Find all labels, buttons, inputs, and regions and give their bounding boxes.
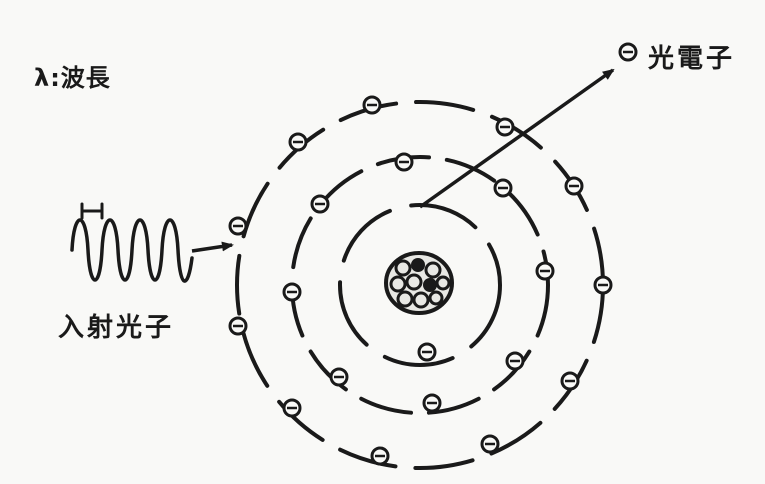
electron xyxy=(396,154,412,170)
electron xyxy=(537,263,553,279)
photoelectron-trajectory xyxy=(420,70,613,207)
electron xyxy=(566,178,582,194)
electrons-inner-shell xyxy=(419,344,435,360)
electron xyxy=(284,284,300,300)
electron xyxy=(495,180,511,196)
electron xyxy=(364,97,380,113)
electron xyxy=(595,277,611,293)
photoelectron-label: 光電子 xyxy=(648,38,735,75)
incident-photon-wave xyxy=(72,220,192,281)
electron xyxy=(230,318,246,334)
electron xyxy=(331,369,347,385)
electron xyxy=(230,218,246,234)
electron xyxy=(312,196,328,212)
electron xyxy=(419,344,435,360)
photoelectron-electron xyxy=(620,44,636,60)
electron xyxy=(497,119,513,135)
incident-photon-label: 入射光子 xyxy=(58,307,174,344)
electron xyxy=(290,134,306,150)
electron xyxy=(562,373,578,389)
electron xyxy=(284,400,300,416)
electron xyxy=(482,436,498,452)
electron xyxy=(424,395,440,411)
nucleus xyxy=(386,253,452,313)
electron xyxy=(372,448,388,464)
electron xyxy=(507,353,523,369)
wavelength-label: λ:波長 xyxy=(34,58,111,93)
wavelength-marker xyxy=(82,204,102,218)
incident-arrow xyxy=(192,245,232,251)
